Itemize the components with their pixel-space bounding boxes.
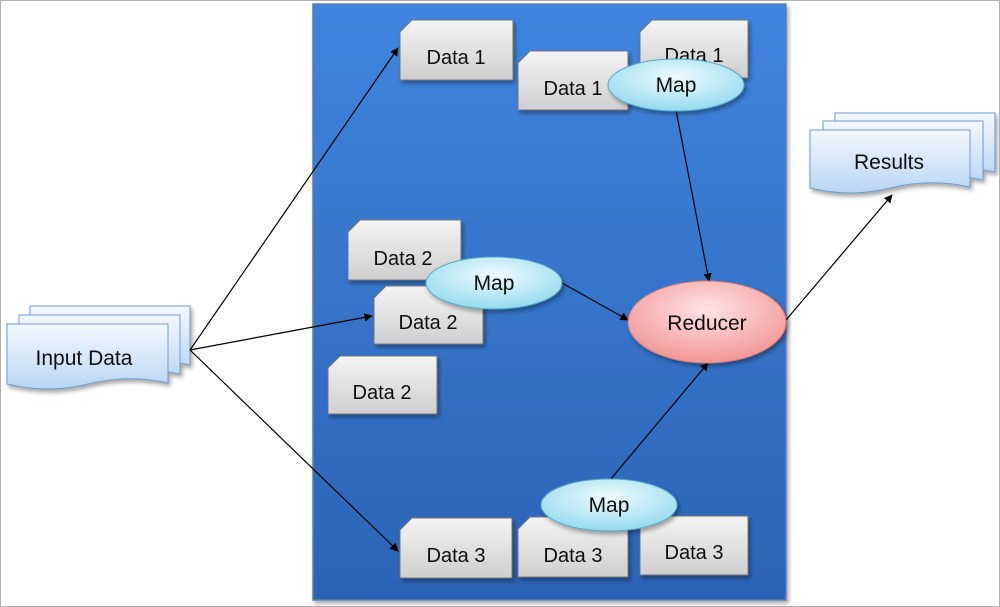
map-node: Map (540, 478, 678, 532)
reducer-label: Reducer (667, 312, 746, 335)
map-label: Map (589, 494, 630, 517)
data-chunk-label: Data 1 (427, 47, 486, 69)
input-data-label: Input Data (36, 347, 133, 370)
results-label: Results (854, 151, 924, 174)
results-node: Results (809, 112, 996, 194)
data-chunk: Data 3 (517, 516, 629, 578)
flow-arrows (189, 47, 893, 552)
arrow-input-to-data3 (189, 349, 399, 552)
data-chunk-label: Data 2 (374, 248, 433, 270)
arrow-map1-to-reducer (675, 109, 712, 282)
data-chunk-label: Data 1 (544, 78, 603, 100)
arrow-reducer-to-results (785, 194, 893, 321)
data-chunk-label: Data 3 (665, 542, 724, 564)
data-chunk: Data 3 (639, 515, 749, 576)
data-chunk: Data 1 (517, 50, 629, 111)
data-chunk: Data 3 (399, 517, 513, 579)
arrow-map2-to-reducer (561, 282, 629, 321)
data-chunk-label: Data 3 (544, 545, 603, 567)
data-chunk-label: Data 2 (399, 312, 458, 334)
data-chunk-label: Data 3 (427, 545, 486, 567)
map-node: Map (425, 256, 563, 310)
map-node: Map (607, 58, 745, 112)
arrow-input-to-data2 (189, 313, 373, 351)
arrow-input-to-data1 (189, 47, 399, 351)
reducer-node: Reducer (627, 280, 787, 364)
data-chunk: Data 1 (399, 19, 514, 81)
data-chunk: Data 2 (347, 219, 462, 281)
map-label: Map (474, 272, 515, 295)
arrow-map3-to-reducer (609, 362, 709, 481)
input-data-node: Input Data (6, 305, 191, 390)
data-chunk: Data 2 (327, 355, 438, 415)
data-chunk-label: Data 2 (353, 382, 412, 404)
map-label: Map (656, 74, 697, 97)
